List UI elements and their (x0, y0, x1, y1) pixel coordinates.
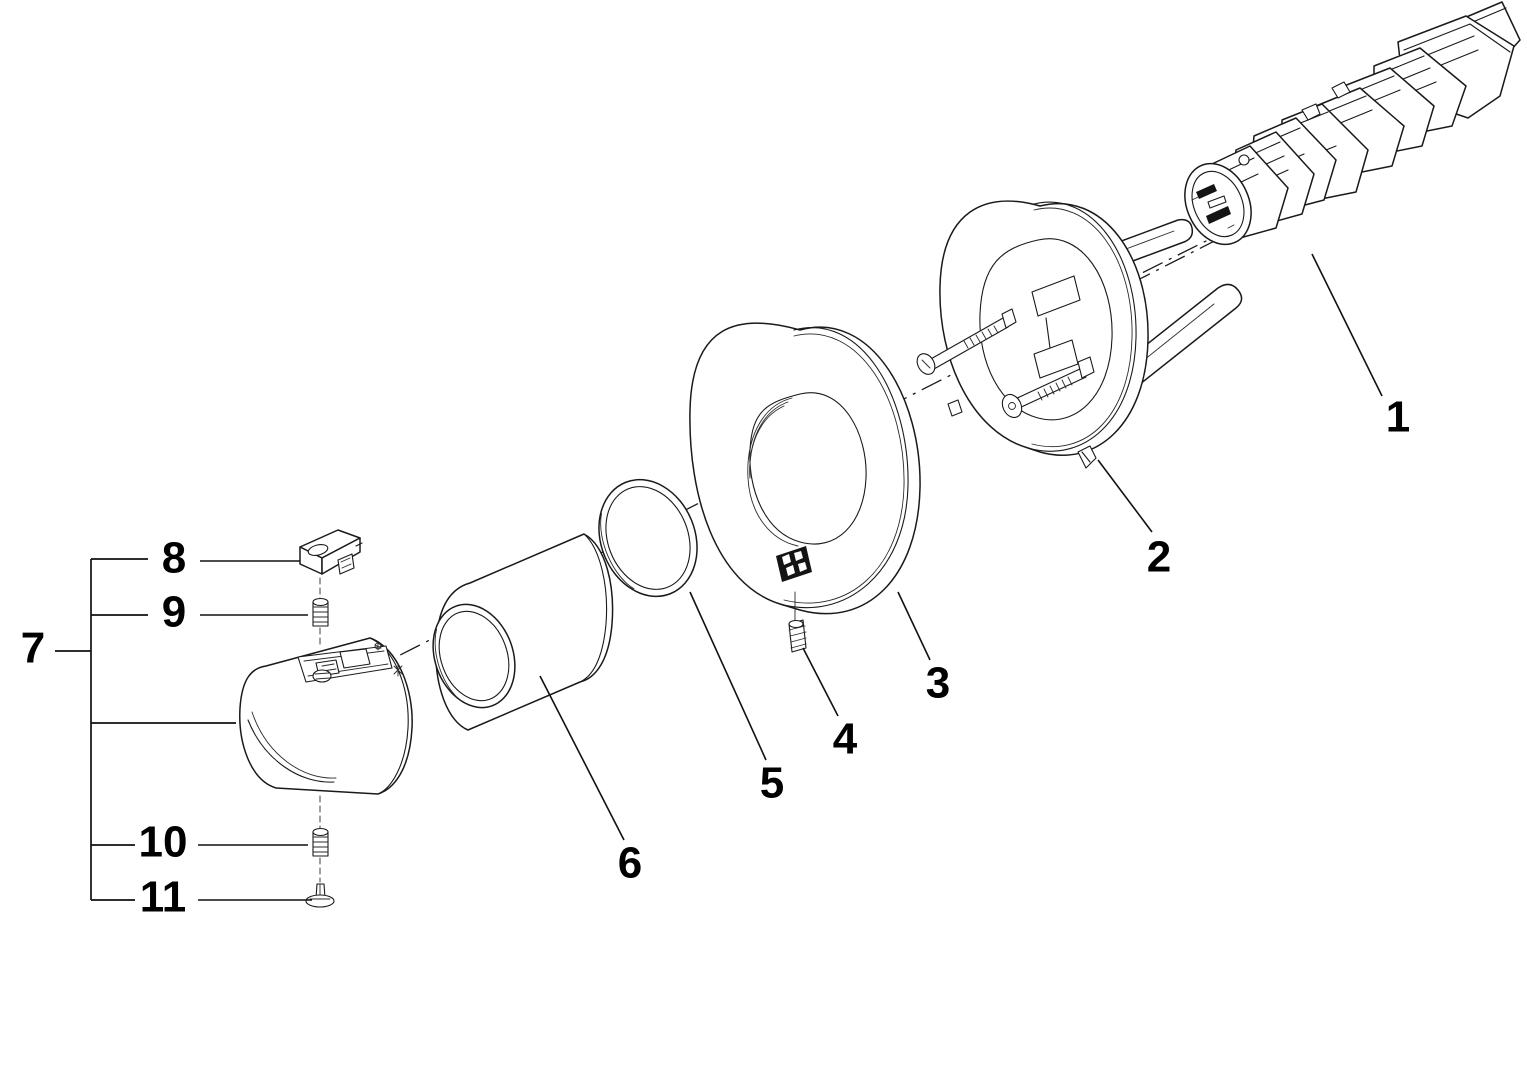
fixing-screw-upper (916, 308, 1017, 375)
callout-number-4: 4 (833, 715, 858, 764)
group-bracket-7 (55, 558, 236, 901)
callout-number-3: 3 (926, 659, 950, 708)
part-o-ring (598, 478, 698, 598)
mounting-plate-disc (939, 200, 1149, 469)
callout-number-8: 8 (162, 534, 186, 583)
callout-number-1: 1 (1386, 393, 1410, 442)
part-grub-screw-lower (312, 795, 329, 883)
handle-recess-slot (297, 645, 393, 683)
part-handle-body (239, 637, 413, 795)
leader-1 (1311, 253, 1383, 397)
leader-2 (1097, 459, 1153, 533)
part-grub-screw-upper (312, 577, 329, 647)
part-mounting-plate (916, 200, 1243, 469)
fixing-screw-lower (1001, 356, 1095, 419)
leader-4 (802, 647, 839, 717)
leader-5 (689, 591, 767, 761)
handle-symbol-icons (374, 642, 403, 677)
part-extension-sleeve (432, 533, 614, 731)
callout-number-5: 5 (760, 759, 784, 808)
leader-6 (539, 675, 625, 841)
part-grub-screw-rosette (788, 591, 807, 653)
part-thermostatic-cartridge (1184, 1, 1521, 246)
part-escutcheon-rosette (689, 322, 921, 615)
part-cover-cap (299, 529, 363, 575)
callout-leaders (198, 253, 1383, 901)
callout-number-6: 6 (618, 839, 642, 888)
callout-number-7: 7 (21, 624, 45, 673)
leader-3 (897, 591, 931, 661)
callout-numbers: 1 2 3 4 5 6 7 8 9 10 11 (21, 393, 1410, 922)
part-screw-plug (305, 883, 335, 908)
callout-number-10: 10 (139, 818, 188, 867)
callout-number-9: 9 (162, 588, 186, 637)
brand-logo-badge (776, 546, 812, 582)
callout-number-11: 11 (140, 873, 187, 922)
callout-number-2: 2 (1147, 533, 1171, 582)
